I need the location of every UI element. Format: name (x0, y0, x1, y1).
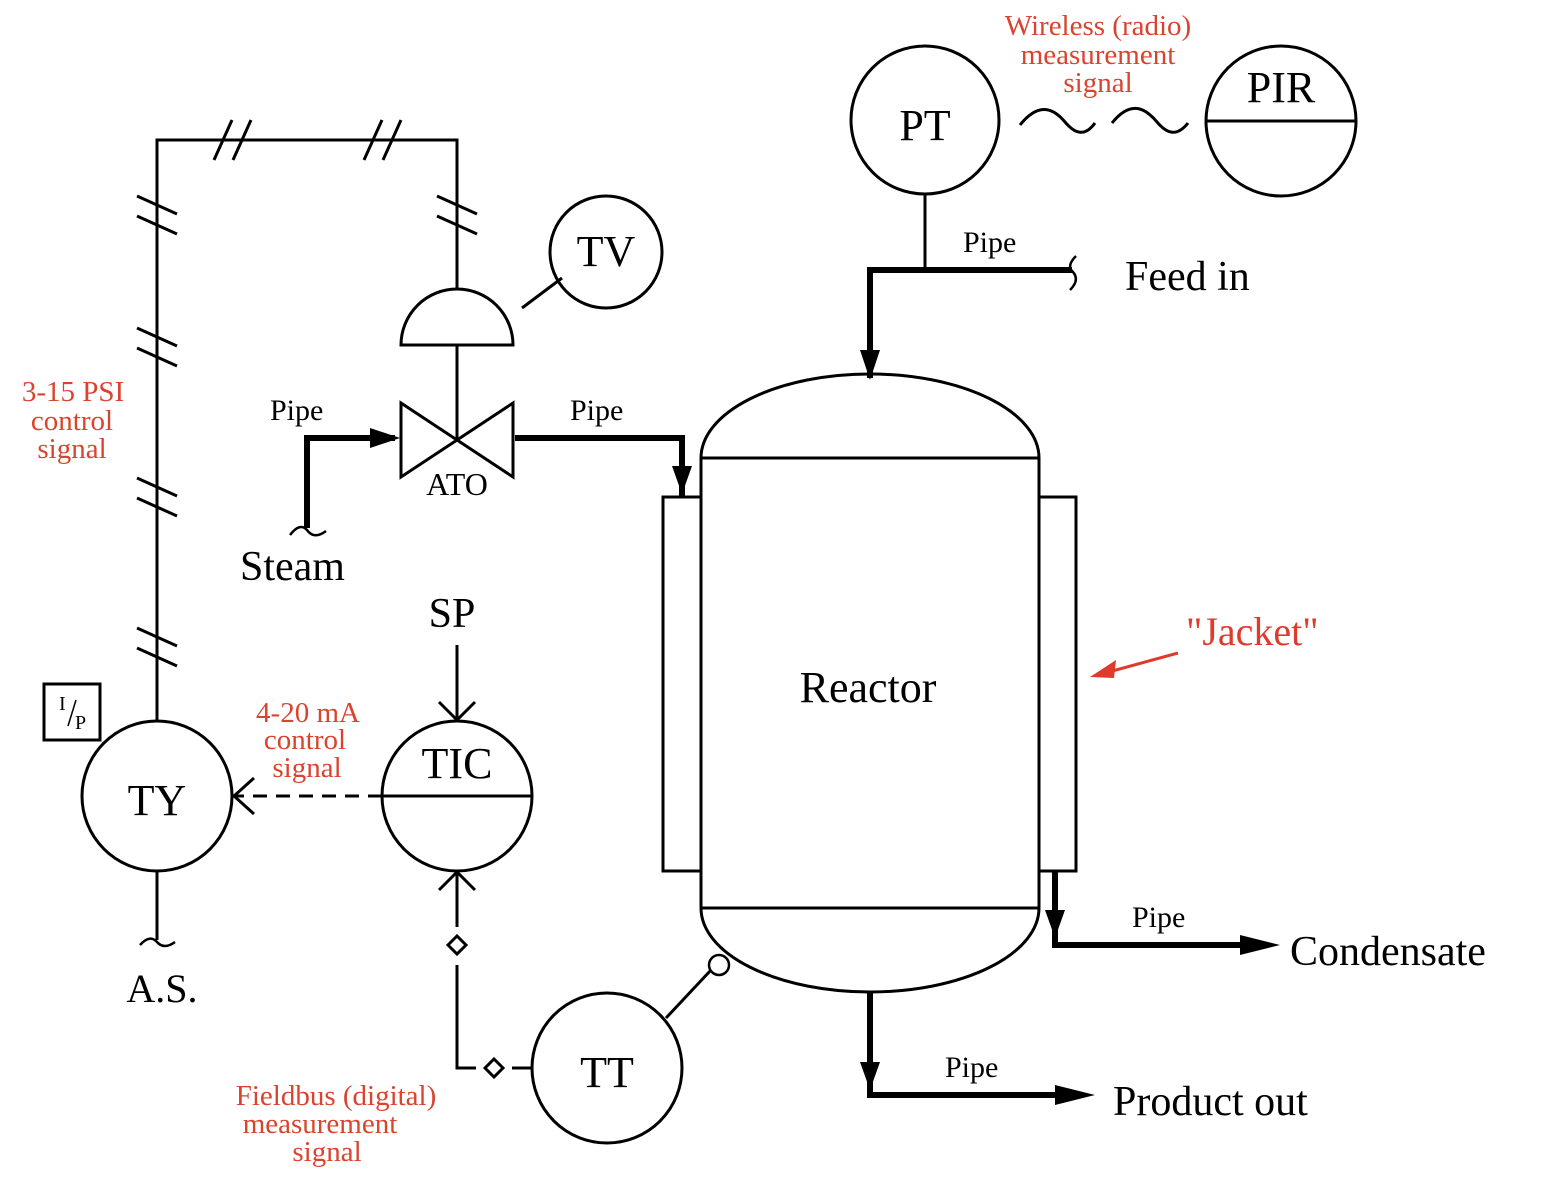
svg-text:3-15 PSI: 3-15 PSI (22, 376, 124, 408)
tt-tag: TT (580, 1048, 634, 1097)
tv-tag: TV (577, 227, 636, 276)
ty-tag: TY (128, 776, 187, 825)
pneumatic-annotation: 3-15 PSI control signal (22, 376, 124, 465)
svg-text:signal: signal (1063, 67, 1132, 99)
svg-text:control: control (264, 724, 346, 756)
fieldbus-signal (437, 869, 532, 1080)
tt-instrument[interactable]: TT (530, 953, 731, 1145)
current-signal-line (231, 776, 382, 816)
svg-text:Fieldbus (digital): Fieldbus (digital) (236, 1080, 437, 1112)
steam-label: Steam (240, 544, 345, 590)
pipe-label-condensate: Pipe (1132, 901, 1185, 934)
pt-instrument[interactable]: PT (849, 44, 1001, 270)
pneumatic-signal-line (136, 119, 478, 720)
svg-text:measurement: measurement (1021, 39, 1176, 71)
tv-instrument[interactable]: TV (521, 194, 664, 310)
svg-text:4-20 mA: 4-20 mA (256, 697, 360, 729)
sp-label: SP (429, 591, 476, 637)
reactor-label: Reactor (800, 663, 937, 712)
air-supply-line (139, 871, 176, 948)
tic-tag: TIC (422, 739, 493, 788)
svg-text:control: control (31, 405, 113, 437)
pipe-label-product: Pipe (945, 1051, 998, 1084)
steam-pipe (289, 428, 400, 537)
ty-instrument[interactable]: TY (80, 719, 234, 873)
condensate-label: Condensate (1290, 929, 1486, 975)
wireless-signal (1018, 106, 1190, 134)
setpoint-input (437, 645, 477, 723)
pipe-label-valve-outlet: Pipe (570, 394, 623, 427)
svg-text:Wireless (radio): Wireless (radio) (1005, 10, 1191, 42)
pir-tag: PIR (1247, 63, 1316, 112)
jacket-callout (1090, 651, 1179, 678)
current-annotation: 4-20 mA control signal (256, 697, 360, 784)
pt-tag: PT (899, 101, 950, 150)
pipe-label-feed: Pipe (963, 226, 1016, 259)
svg-text:measurement: measurement (243, 1108, 398, 1140)
product-pipe (860, 992, 1095, 1105)
tic-instrument[interactable]: TIC (380, 719, 534, 873)
svg-text:P: P (75, 712, 86, 734)
valve-outlet-pipe (515, 435, 692, 498)
feed-pipe (860, 255, 1078, 380)
ip-converter-box: I P (42, 682, 102, 742)
condensate-pipe (1045, 871, 1280, 955)
svg-text:signal: signal (37, 433, 106, 465)
product-out-label: Product out (1113, 1079, 1308, 1125)
jacket-label: "Jacket" (1186, 609, 1319, 654)
svg-text:I: I (59, 693, 66, 715)
valve-actuator (399, 287, 515, 347)
pir-instrument[interactable]: PIR (1204, 44, 1358, 198)
pipe-label-steam: Pipe (270, 394, 323, 427)
svg-text:signal: signal (272, 752, 341, 784)
reactor-vessel[interactable] (699, 372, 1041, 994)
wireless-annotation: Wireless (radio) measurement signal (1005, 10, 1191, 99)
svg-text:signal: signal (292, 1136, 361, 1168)
feed-in-label: Feed in (1125, 254, 1250, 300)
ato-label: ATO (426, 466, 488, 502)
valve-body (399, 400, 515, 480)
fieldbus-annotation: Fieldbus (digital) measurement signal (236, 1080, 437, 1168)
air-supply-label: A.S. (126, 966, 197, 1011)
control-valve[interactable] (399, 287, 515, 480)
